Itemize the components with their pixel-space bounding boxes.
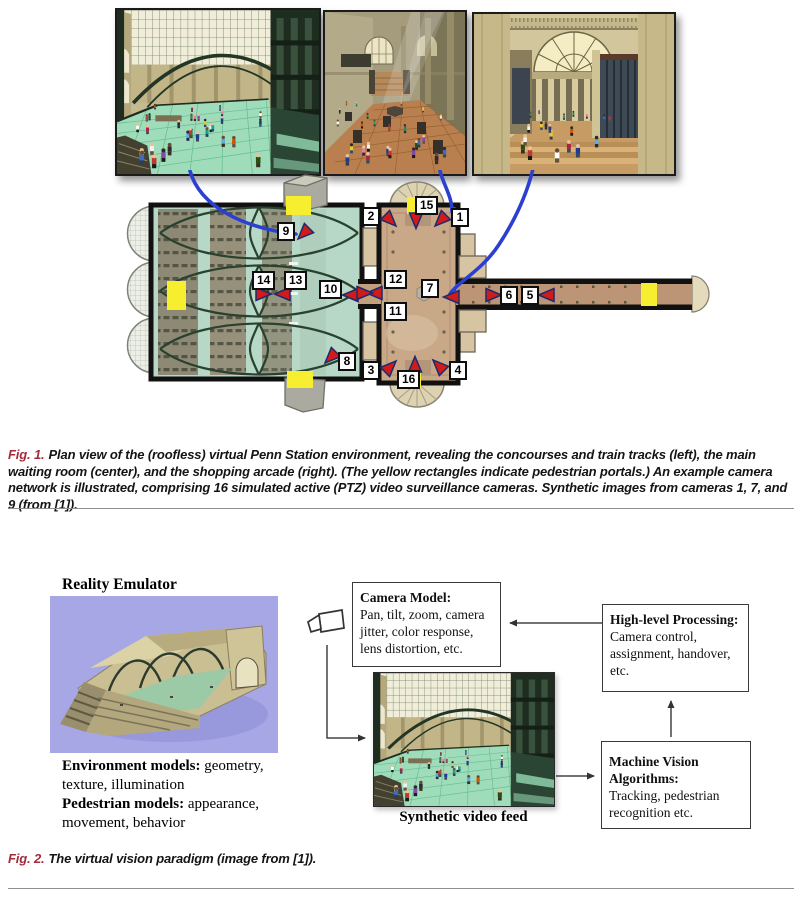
arcade-plan: [456, 255, 710, 333]
camera-model-title: Camera Model:: [360, 590, 452, 605]
divider-rule: [8, 508, 794, 509]
camera-model-box: Camera Model: Pan, tilt, zoom, camera ji…: [352, 582, 501, 667]
ptz-camera-icon: [307, 609, 345, 634]
camera-model-body: Pan, tilt, zoom, camera jitter, color re…: [360, 607, 485, 656]
reality-emulator-image: [50, 596, 278, 753]
divider-rule-bottom: [8, 888, 794, 889]
track-lobes: [126, 205, 156, 374]
camera-9-image: [115, 8, 321, 176]
environment-models-note: Environment models: geometry, texture, i…: [62, 758, 264, 793]
synthetic-video-feed-label: Synthetic video feed: [399, 809, 528, 825]
waiting-room-plan: [376, 202, 461, 386]
fig1-label: Fig. 1.: [8, 447, 45, 462]
fig2-label: Fig. 2.: [8, 851, 45, 866]
connecting-corridor: [358, 279, 381, 309]
flow-arrows: [326, 619, 675, 780]
model-notes: Environment models: geometry, texture, i…: [62, 757, 304, 833]
high-level-title: High-level Processing:: [610, 612, 739, 627]
machine-vision-title: Machine Vision Algorithms:: [609, 754, 699, 786]
fig1-caption-text: Plan view of the (roofless) virtual Penn…: [8, 447, 788, 512]
penn-station-floor-plan: [126, 170, 710, 413]
reality-emulator-title: Reality Emulator: [62, 576, 177, 593]
arrow-camera-to-feed: [326, 645, 366, 742]
high-level-processing-box: High-level Processing: Camera control, a…: [602, 604, 749, 692]
camera-7-image: [472, 12, 676, 176]
fig2-caption: Fig. 2.The virtual vision paradigm (imag…: [8, 851, 792, 868]
camera-1-image: [323, 10, 467, 176]
fig2-caption-text: The virtual vision paradigm (image from …: [48, 851, 317, 866]
machine-vision-body: Tracking, pedestrian recognition etc.: [609, 788, 720, 820]
fig1-caption: Fig. 1.Plan view of the (roofless) virtu…: [8, 447, 792, 513]
synthetic-video-feed-image: [373, 672, 555, 807]
pedestrian-models-note: Pedestrian models: appearance, movement,…: [62, 796, 260, 831]
machine-vision-box: Machine Vision Algorithms: Tracking, ped…: [601, 741, 751, 829]
high-level-body: Camera control, assignment, handover, et…: [610, 629, 731, 678]
